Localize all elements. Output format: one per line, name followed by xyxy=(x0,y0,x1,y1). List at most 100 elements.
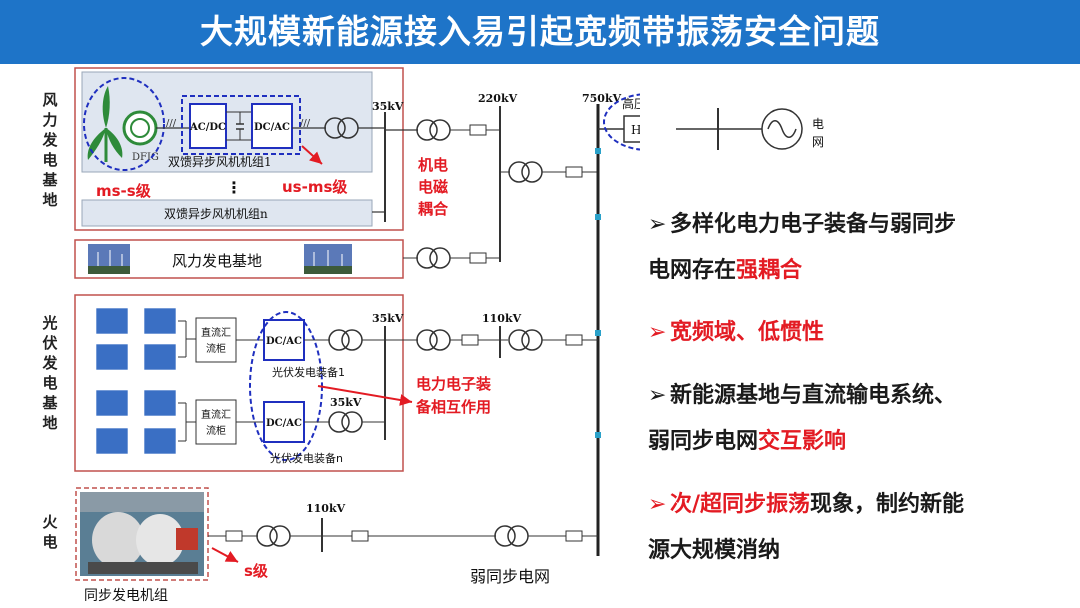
bullet-text: 新能源基地与直流输电系统、 xyxy=(670,383,957,408)
wind-base-label: 风力发电基地 xyxy=(172,252,262,270)
breaker xyxy=(469,124,487,136)
bullet-arrow-icon: ➢ xyxy=(648,212,667,237)
kv220-label: 220kV xyxy=(478,92,518,105)
pe-interact-line2: 备相互作用 xyxy=(415,398,491,416)
windbase-220-transformer xyxy=(416,247,451,269)
pv-35kv-bottom-label: 35kV xyxy=(330,396,362,409)
wind-base-side-label: 风 力 发 电 基 地 xyxy=(41,91,58,209)
hvdc-title: 高压直流 xyxy=(622,96,640,111)
bullet-text: 多样化电力电子装备与弱同步 xyxy=(670,212,957,237)
combiner2-line1: 直流汇 xyxy=(201,408,231,421)
bullet-text: 源大规模消纳 xyxy=(648,538,781,563)
pv-unitn-transformer xyxy=(328,411,363,433)
side-char: 伏 xyxy=(42,334,57,352)
side-char: 电 xyxy=(42,151,57,169)
svg-text:///: /// xyxy=(300,118,311,129)
title-bar: 大规模新能源接入易引起宽频带振荡安全问题 xyxy=(0,0,1080,64)
breaker xyxy=(565,334,583,346)
sync-gen-label: 同步发电机组 xyxy=(84,588,168,604)
bullet-highlight: 宽频域、低惯性 xyxy=(670,320,825,345)
solar-panel-array-bottom xyxy=(95,389,177,455)
wind-35kv-label: 35kV xyxy=(372,100,404,113)
bullet-line: 源大规模消纳 xyxy=(648,528,1068,574)
side-char: 发 xyxy=(41,354,58,372)
side-char: 力 xyxy=(42,111,57,129)
bullet-highlight: 次/超同步振荡 xyxy=(670,492,811,517)
combiner2-line2: 流柜 xyxy=(206,424,226,437)
dfig-label: DFIG xyxy=(132,152,159,163)
side-char: 地 xyxy=(42,414,57,432)
combiner1-line2: 流柜 xyxy=(206,342,226,355)
bus-marker xyxy=(595,330,601,336)
bus-marker xyxy=(595,214,601,220)
bullet-line: ➢多样化电力电子装备与弱同步 xyxy=(648,202,1068,248)
pv-dc-ac-converter-1 xyxy=(263,319,305,361)
bullet-highlight: 强耦合 xyxy=(736,258,803,283)
side-char: 地 xyxy=(42,191,57,209)
breaker xyxy=(351,530,369,542)
wind-220-transformer xyxy=(416,119,451,141)
mech-elec-line2: 电磁 xyxy=(418,178,448,196)
ms-s-highlight-ellipse xyxy=(83,77,165,171)
wind-unitn-label: 双馈异步风机机组n xyxy=(164,207,268,221)
pv-unit1-transformer xyxy=(328,329,363,351)
breaker xyxy=(469,252,487,264)
mech-elec-line3: 耦合 xyxy=(418,200,449,218)
pv-base-side-label: 光 伏 发 电 基 地 xyxy=(41,314,58,432)
ms-s-label: ms-s级 xyxy=(96,182,152,200)
bullet-highlight: 交互影响 xyxy=(758,429,847,454)
bus-marker xyxy=(595,432,601,438)
power-system-diagram: 风 力 发 电 基 地 光 伏 发 电 基 地 火 电 DFIG /// AC/… xyxy=(41,67,640,604)
side-char: 发 xyxy=(41,131,58,149)
s-level-arrow xyxy=(211,547,239,563)
bullet-arrow-icon: ➢ xyxy=(648,383,667,408)
bullet-text: 电网存在 xyxy=(648,258,737,283)
us-ms-arrow xyxy=(301,145,323,165)
thermal-transformer xyxy=(256,525,291,547)
bullet-1: ➢多样化电力电子装备与弱同步 电网存在强耦合 xyxy=(648,202,1068,294)
pv-110kv-label: 110kV xyxy=(482,312,522,325)
bullet-line: 弱同步电网交互影响 xyxy=(648,419,1068,465)
side-char: 火 xyxy=(42,513,58,531)
bullet-text: 现象，制约新能 xyxy=(810,492,965,517)
pv-dcac2-label: DC/AC xyxy=(266,418,302,429)
side-char: 基 xyxy=(41,394,58,412)
ac-dc-converter xyxy=(189,103,227,149)
thermal-110kv-label: 110kV xyxy=(306,502,346,515)
dc-combiner-cabinet-2 xyxy=(195,399,237,445)
bullet-arrow-icon: ➢ xyxy=(648,320,667,345)
pe-interact-arrow xyxy=(317,385,413,406)
ac-dc-label: AC/DC xyxy=(189,122,226,133)
hvdc-label: HVDC xyxy=(631,123,640,137)
wind-farm-image-right xyxy=(304,244,352,274)
dfig-generator-icon xyxy=(122,110,158,146)
s-level-label: s级 xyxy=(244,562,269,580)
mech-elec-line1: 机电 xyxy=(418,156,448,174)
bullet-3: ➢新能源基地与直流输电系统、 弱同步电网交互影响 xyxy=(648,373,1068,465)
breaker xyxy=(461,334,479,346)
kv750-label: 750kV xyxy=(582,92,622,105)
solar-panel-array-top xyxy=(95,307,177,371)
dc-ac-label: DC/AC xyxy=(254,122,290,133)
wind-farm-image-left xyxy=(88,244,130,274)
pv-base-frame xyxy=(74,294,404,472)
side-char: 光 xyxy=(41,314,57,332)
pv-110-transformer xyxy=(416,329,451,351)
dc-ac-converter xyxy=(251,103,293,149)
pv-110-750-transformer xyxy=(508,329,543,351)
wind-unit1-label: 双馈异步风机机组1 xyxy=(168,155,272,169)
hvdc-grid-connection: 电 网 xyxy=(676,108,824,150)
pv-35kv-top-label: 35kV xyxy=(372,312,404,325)
breaker xyxy=(565,166,583,178)
bus-marker xyxy=(595,148,601,154)
pv-dcac1-label: DC/AC xyxy=(266,336,302,347)
bullet-2: ➢宽频域、低惯性 xyxy=(648,310,1068,356)
pv-unit1-label: 光伏发电装备1 xyxy=(272,365,345,379)
hvdc-highlight-ellipse xyxy=(603,93,640,151)
dc-combiner-cabinet-1 xyxy=(195,317,237,363)
breaker xyxy=(565,530,583,542)
bullet-line: ➢新能源基地与直流输电系统、 xyxy=(648,373,1068,419)
wind-base-frame xyxy=(74,67,404,231)
wind-unitn-panel xyxy=(81,199,373,227)
combiner1-line1: 直流汇 xyxy=(201,326,231,339)
